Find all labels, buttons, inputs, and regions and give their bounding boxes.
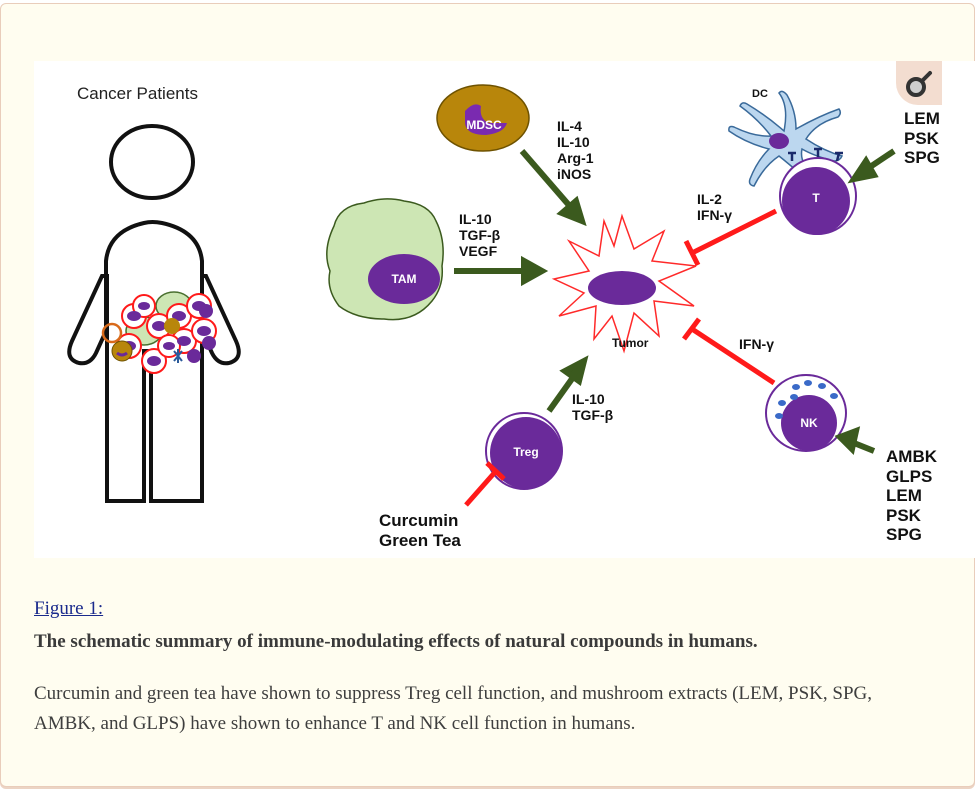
t-cell-signals: IL-2 IFN-γ (697, 191, 732, 224)
mdsc-signals: IL-4 IL-10 Arg-1 iNOS (557, 118, 594, 183)
nk-enhancers: AMBK GLPS LEM PSK SPG (886, 447, 937, 545)
patient-figure (67, 124, 241, 503)
zoom-button[interactable] (896, 61, 942, 105)
patient-head (109, 124, 195, 200)
treg-suppressors: Curcumin Green Tea (379, 511, 461, 550)
activation-arrows (454, 148, 896, 455)
tam-cell (326, 198, 444, 321)
tam-label: TAM (391, 272, 417, 286)
t-cell (779, 147, 857, 235)
nk-cell (765, 374, 847, 452)
treg-signals: IL-10 TGF-β (572, 391, 614, 424)
nk-label: NK (800, 416, 818, 430)
t-cell-enhancers: LEM PSK SPG (904, 109, 940, 168)
patient-body (67, 220, 241, 503)
mdsc-cell (436, 84, 530, 152)
inhibition-bars (464, 208, 778, 507)
tumor-cluster (101, 291, 217, 374)
t-cell-label: T (812, 191, 820, 205)
figure-card: Cancer Patients MDSC TAM DC T Tumor Treg… (0, 3, 975, 787)
caption-title: The schematic summary of immune-modulati… (34, 631, 758, 652)
figure-link[interactable]: Figure 1: (34, 598, 104, 619)
treg-cell (485, 412, 563, 490)
figure-image[interactable]: Cancer Patients MDSC TAM DC T Tumor Treg… (34, 61, 975, 558)
nk-signals: IFN-γ (739, 336, 774, 352)
patient-label: Cancer Patients (77, 84, 198, 103)
caption-body: Curcumin and green tea have shown to sup… (34, 683, 872, 734)
dc-label: DC (752, 88, 768, 100)
tumor-cell (551, 213, 697, 354)
tumor-label: Tumor (612, 336, 649, 350)
mdsc-label: MDSC (466, 118, 502, 132)
magnifier-icon (906, 71, 932, 97)
treg-label: Treg (513, 445, 539, 459)
diagram-canvas (67, 84, 896, 507)
tam-signals: IL-10 TGF-β VEGF (459, 211, 501, 260)
